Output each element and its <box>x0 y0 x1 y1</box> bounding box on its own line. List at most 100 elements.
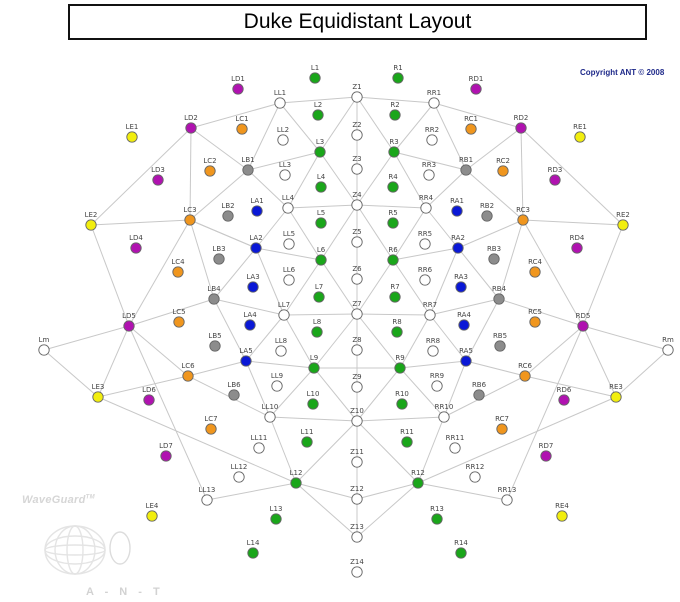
electrode-label-R1: R1 <box>393 64 402 72</box>
electrode-RB2: RB2 <box>480 202 494 222</box>
electrode-R10: R10 <box>395 390 409 410</box>
electrode-label-R11: R11 <box>400 428 414 436</box>
electrode-label-RC4: RC4 <box>528 258 542 266</box>
electrode-dot-RD2 <box>515 122 527 134</box>
electrode-dot-RB1 <box>460 164 472 176</box>
electrode-dot-RC4 <box>529 266 541 278</box>
electrode-label-L14: L14 <box>247 539 260 547</box>
electrode-LD4: LD4 <box>129 234 143 254</box>
electrode-dot-R9 <box>394 362 406 374</box>
connection-RR1-RB1 <box>433 102 467 171</box>
connection-Lm-LD5 <box>43 325 130 351</box>
connection-RB4-RD5 <box>498 298 584 327</box>
electrode-dot-RD4 <box>571 242 583 254</box>
electrode-dot-Z14 <box>351 566 363 578</box>
electrode-label-R4: R4 <box>388 173 398 181</box>
electrode-LA1: LA1 <box>250 197 264 217</box>
connection-L3-Z4 <box>319 151 358 206</box>
electrode-dot-RA1 <box>451 205 463 217</box>
electrode-label-LL1: LL1 <box>274 89 286 97</box>
electrode-dot-RR2 <box>426 134 438 146</box>
electrode-Z7: Z7 <box>351 300 363 320</box>
electrode-LL12: LL12 <box>231 463 248 483</box>
electrode-dot-Z4 <box>351 199 363 211</box>
electrode-label-RC3: RC3 <box>516 206 530 214</box>
electrode-LL13: LL13 <box>199 486 215 506</box>
title-box: Duke Equidistant Layout <box>68 4 647 40</box>
electrode-label-RR12: RR12 <box>466 463 485 471</box>
electrode-label-RR11: RR11 <box>446 434 465 442</box>
electrode-label-Z4: Z4 <box>352 191 362 199</box>
connection-RR7-R9 <box>399 314 431 369</box>
connection-Z10-RR10 <box>356 416 445 422</box>
electrode-dot-L1 <box>309 72 321 84</box>
watermark-brand: WaveGuardTM <box>22 494 95 506</box>
connection-RD5-RC6 <box>524 325 584 377</box>
connection-L6-LL7 <box>283 259 322 316</box>
electrode-dot-Z5 <box>351 236 363 248</box>
electrode-label-R12: R12 <box>411 469 425 477</box>
connection-R3-RB1 <box>393 151 467 171</box>
electrode-dot-LE4 <box>146 510 158 522</box>
electrode-RR10: RR10 <box>435 403 453 423</box>
electrode-label-LL5: LL5 <box>283 230 295 238</box>
electrode-dot-LC1 <box>236 123 248 135</box>
electrode-LB3: LB3 <box>212 245 226 265</box>
electrode-connections <box>43 96 669 538</box>
electrode-dot-RD3 <box>549 174 561 186</box>
connection-RD2-RE2 <box>520 127 624 226</box>
electrode-dot-R13 <box>431 513 443 525</box>
electrode-Z6: Z6 <box>351 265 363 285</box>
electrode-RA5: RA5 <box>459 347 473 367</box>
electrode-dot-R6 <box>387 254 399 266</box>
connection-LC3-LD5 <box>128 219 191 327</box>
electrode-dot-RA5 <box>460 355 472 367</box>
electrode-dot-Z6 <box>351 273 363 285</box>
electrode-dot-Z10 <box>351 415 363 427</box>
electrode-dot-LL10 <box>264 411 276 423</box>
electrode-dot-LL5 <box>283 238 295 250</box>
connection-Z10-L12 <box>295 420 358 484</box>
electrode-L3: L3 <box>314 138 326 158</box>
electrode-dot-L9 <box>308 362 320 374</box>
connection-L12-Z13 <box>295 482 358 538</box>
electrode-dot-Z12 <box>351 493 363 505</box>
connection-LB4-LD5 <box>128 298 215 327</box>
electrode-RR9: RR9 <box>430 372 444 392</box>
electrode-dot-RB6 <box>473 389 485 401</box>
electrode-label-LE2: LE2 <box>85 211 98 219</box>
electrode-R6: R6 <box>387 246 399 266</box>
connection-RD5-RR13 <box>506 325 584 501</box>
waveguard-watermark-logo <box>44 525 131 575</box>
electrode-label-Z11: Z11 <box>350 448 364 456</box>
electrode-dot-RC3 <box>517 214 529 226</box>
electrode-label-LA3: LA3 <box>246 273 259 281</box>
electrode-label-Z7: Z7 <box>352 300 361 308</box>
electrode-label-RA3: RA3 <box>454 273 468 281</box>
electrode-label-L4: L4 <box>317 173 326 181</box>
electrode-dot-Z7 <box>351 308 363 320</box>
electrode-L11: L11 <box>301 428 313 448</box>
electrode-label-Z3: Z3 <box>352 155 361 163</box>
electrode-label-LC4: LC4 <box>171 258 185 266</box>
electrode-dot-R14 <box>455 547 467 559</box>
electrode-label-LE1: LE1 <box>126 123 139 131</box>
electrode-dot-L10 <box>307 398 319 410</box>
electrode-label-LL3: LL3 <box>279 161 291 169</box>
connection-LB4-LA5 <box>213 298 247 362</box>
electrode-RB5: RB5 <box>493 332 507 352</box>
electrode-label-LB1: LB1 <box>241 156 254 164</box>
electrode-label-LL12: LL12 <box>231 463 248 471</box>
electrode-dot-RR13 <box>501 494 513 506</box>
electrode-label-RA5: RA5 <box>459 347 473 355</box>
electrode-dot-Z9 <box>351 381 363 393</box>
electrode-RD4: RD4 <box>570 234 585 254</box>
connection-RE3-R12 <box>417 396 617 484</box>
electrode-LC6: LC6 <box>181 362 195 382</box>
electrode-dot-LC4 <box>172 266 184 278</box>
connection-LC3-LB4 <box>189 219 215 300</box>
electrode-RR13: RR13 <box>498 486 516 506</box>
electrode-dot-LD7 <box>160 450 172 462</box>
electrode-RR7: RR7 <box>423 301 437 321</box>
